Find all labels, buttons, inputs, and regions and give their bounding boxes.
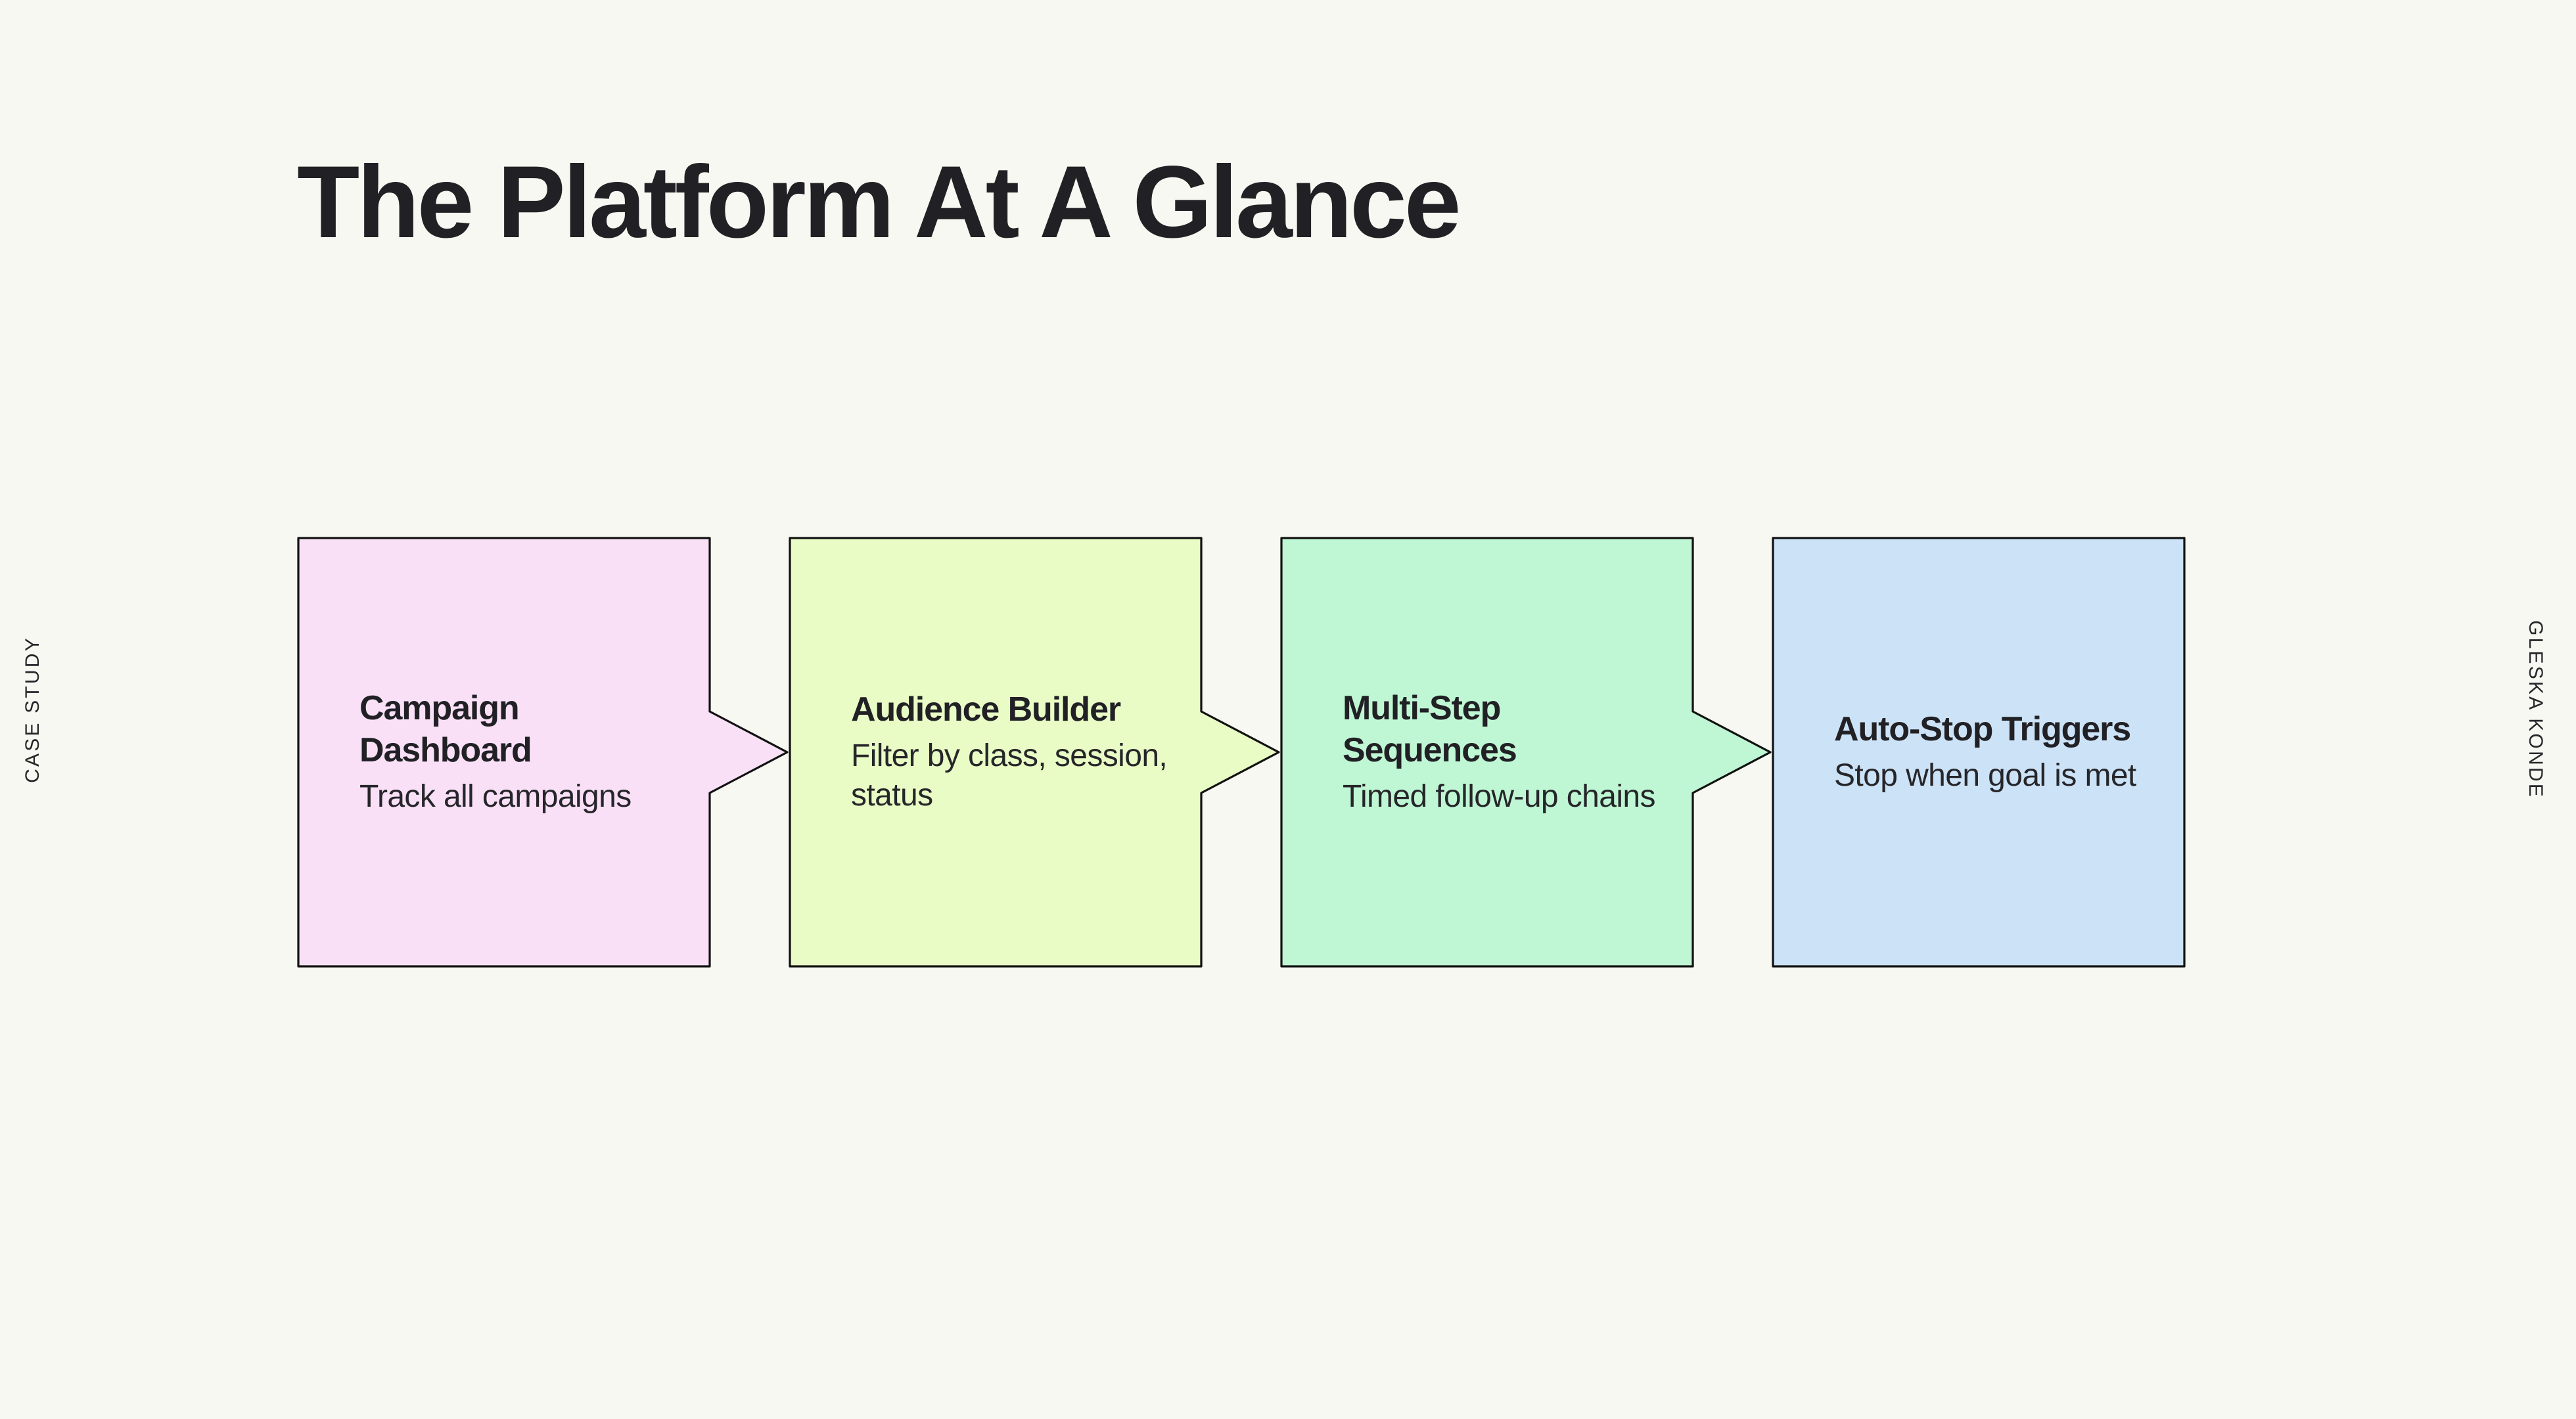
flow-card-title: Campaign Dashboard xyxy=(359,689,532,769)
flow-card-audience-builder[interactable]: Audience Builder Filter by class, sessio… xyxy=(789,537,1280,968)
flow-card-title: Auto-Stop Triggers xyxy=(1834,710,2131,749)
flow-card-description: Track all campaigns xyxy=(359,778,632,814)
flow-card-auto-stop-triggers[interactable]: Auto-Stop Triggers Stop when goal is met xyxy=(1772,537,2186,968)
flow-card-body: Auto-Stop Triggers Stop when goal is met xyxy=(1772,537,2186,968)
flow-card-multi-step-sequences[interactable]: Multi-Step Sequences Timed follow-up cha… xyxy=(1280,537,1772,968)
rectangle-shape-icon xyxy=(1772,537,2186,968)
flow-card-description: Stop when goal is met xyxy=(1834,757,2136,793)
page-title: The Platform At A Glance xyxy=(297,145,1461,259)
flow-card-description: Filter by class, session, status xyxy=(851,738,1168,813)
flow-card-body: Campaign Dashboard Track all campaigns xyxy=(297,537,711,968)
chevron-shape-icon xyxy=(1280,537,1772,968)
flow-card-campaign-dashboard[interactable]: Campaign Dashboard Track all campaigns xyxy=(297,537,789,968)
side-label-brand: GLESKA KONDE xyxy=(2525,620,2546,799)
flow-card-title: Multi-Step Sequences xyxy=(1343,689,1517,769)
chevron-flow-row: Campaign Dashboard Track all campaigns A… xyxy=(297,537,2211,968)
flow-card-body: Audience Builder Filter by class, sessio… xyxy=(789,537,1203,968)
chevron-shape-icon xyxy=(297,537,789,968)
flow-card-title: Audience Builder xyxy=(851,690,1121,729)
flow-card-body: Multi-Step Sequences Timed follow-up cha… xyxy=(1280,537,1694,968)
flow-card-description: Timed follow-up chains xyxy=(1343,778,1656,814)
side-label-case-study: CASE STUDY xyxy=(22,636,43,783)
chevron-shape-icon xyxy=(789,537,1280,968)
